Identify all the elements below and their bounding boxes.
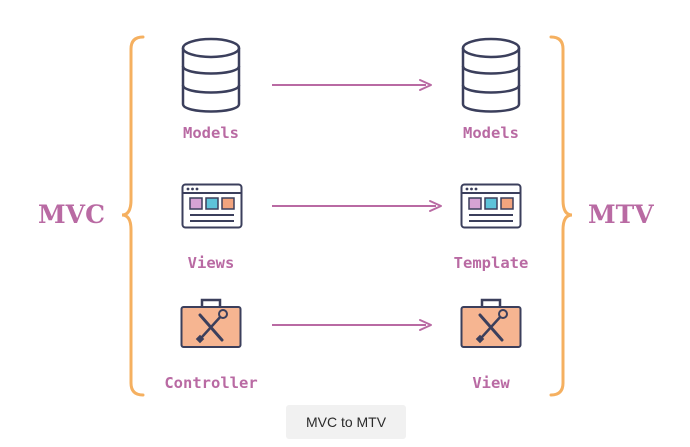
toolbox-icon [460, 298, 522, 348]
label-mvc-controller: Controller [164, 374, 258, 392]
browser-window-icon [181, 183, 243, 229]
label-mtv-models: Models [463, 124, 519, 142]
toolbox-icon [180, 298, 242, 348]
mtv-title: MTV [588, 200, 654, 229]
label-mtv-view: View [472, 374, 510, 392]
database-icon [181, 37, 241, 113]
label-mvc-models: Models [183, 124, 239, 142]
label-mvc-views: Views [187, 254, 235, 272]
browser-window-icon [460, 183, 522, 229]
mvc-title: MVC [38, 200, 105, 229]
caption: MVC to MTV [286, 405, 406, 439]
label-mtv-template: Template [453, 254, 529, 272]
database-icon [461, 37, 521, 113]
